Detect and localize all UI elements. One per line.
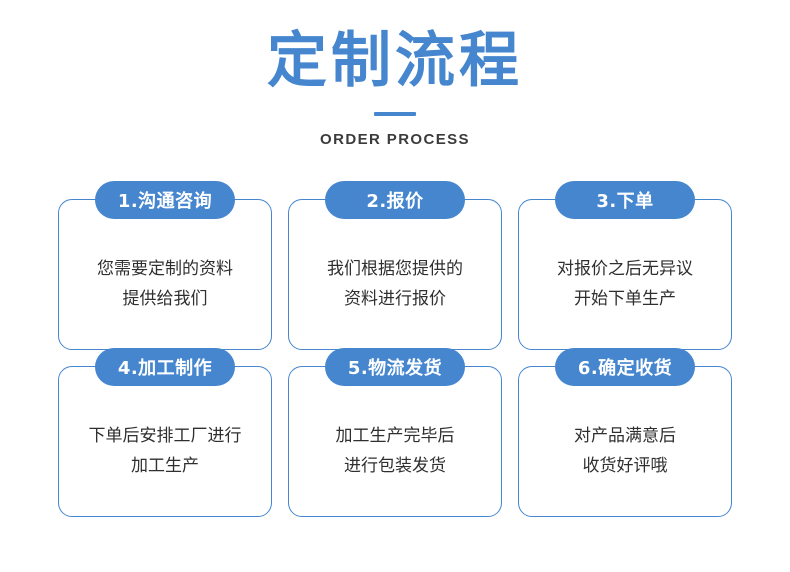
- page-title: 定制流程: [267, 26, 523, 96]
- process-step-card-1: 1.沟通咨询 您需要定制的资料 提供给我们: [58, 181, 272, 350]
- step-badge-5: 5.物流发货: [325, 348, 465, 386]
- title-divider-wrap: [0, 112, 790, 116]
- step-description-1: 您需要定制的资料 提供给我们: [97, 258, 233, 309]
- title-divider: [374, 112, 416, 116]
- process-step-card-5: 5.物流发货 加工生产完毕后 进行包装发货: [288, 348, 502, 517]
- process-step-card-4: 4.加工制作 下单后安排工厂进行 加工生产: [58, 348, 272, 517]
- step-badge-6: 6.确定收货: [555, 348, 695, 386]
- process-step-grid: 1.沟通咨询 您需要定制的资料 提供给我们 2.报价 我们根据您提供的 资料进行…: [58, 181, 734, 517]
- process-step-card-2: 2.报价 我们根据您提供的 资料进行报价: [288, 181, 502, 350]
- step-description-5: 加工生产完毕后 进行包装发货: [335, 425, 455, 476]
- step-description-4: 下单后安排工厂进行 加工生产: [88, 425, 242, 476]
- step-description-3: 对报价之后无异议 开始下单生产: [557, 258, 693, 309]
- process-step-card-3: 3.下单 对报价之后无异议 开始下单生产: [518, 181, 732, 350]
- step-badge-1: 1.沟通咨询: [95, 181, 235, 219]
- step-description-2: 我们根据您提供的 资料进行报价: [327, 258, 463, 309]
- page-subtitle: ORDER PROCESS: [320, 131, 470, 148]
- step-badge-2: 2.报价: [325, 181, 465, 219]
- step-description-6: 对产品满意后 收货好评哦: [574, 425, 676, 476]
- page-header: 定制流程 ORDER PROCESS: [0, 0, 790, 150]
- process-step-card-6: 6.确定收货 对产品满意后 收货好评哦: [518, 348, 732, 517]
- step-badge-3: 3.下单: [555, 181, 695, 219]
- step-badge-4: 4.加工制作: [95, 348, 235, 386]
